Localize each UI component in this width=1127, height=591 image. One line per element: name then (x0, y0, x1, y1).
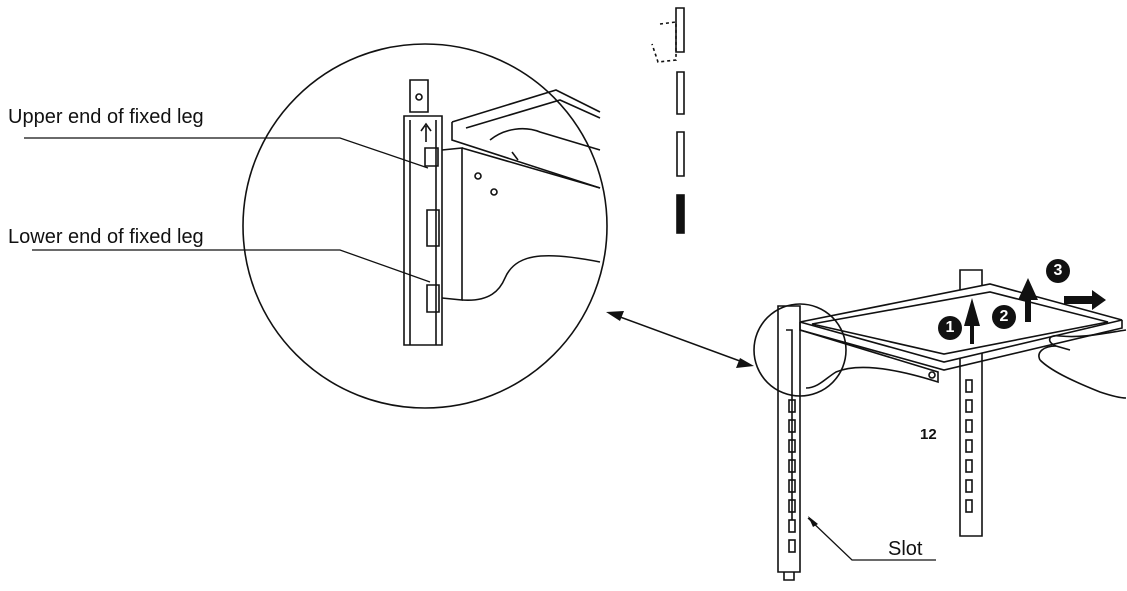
hand-illustration (1038, 329, 1127, 399)
left-upright (777, 305, 801, 581)
step-2-arrow (1018, 278, 1038, 322)
step-3-arrow (1064, 290, 1106, 310)
upper-end-label: Upper end of fixed leg (8, 106, 204, 128)
shelf-assembly (753, 269, 1127, 581)
leg-insertion-sequence (651, 7, 685, 234)
connector-double-arrow (606, 311, 754, 368)
right-upright (959, 269, 983, 537)
slot-label: Slot (888, 538, 923, 560)
magnified-fixed-leg (403, 79, 443, 346)
leader-slot (807, 517, 936, 561)
lower-end-label: Lower end of fixed leg (8, 226, 204, 248)
step-1-arrow (964, 298, 980, 344)
magnified-shelf-frame (451, 89, 601, 189)
step-3-badge: 3 (1046, 259, 1070, 283)
label-leaders (24, 137, 936, 561)
figure-number: 12 (920, 426, 937, 443)
slot-leader-arrowhead (808, 516, 818, 527)
leader-lower-end (32, 249, 431, 283)
shelf-bracket (799, 329, 939, 389)
step-1-badge: 1 (938, 316, 962, 340)
magnified-shelf-bracket (441, 147, 601, 301)
detail-callout-circle (753, 303, 847, 397)
detail-magnifier (242, 43, 608, 409)
step-2-badge: 2 (992, 305, 1016, 329)
step-arrows (964, 278, 1106, 344)
magnifier-circle (242, 43, 608, 409)
leader-upper-end (24, 137, 429, 169)
